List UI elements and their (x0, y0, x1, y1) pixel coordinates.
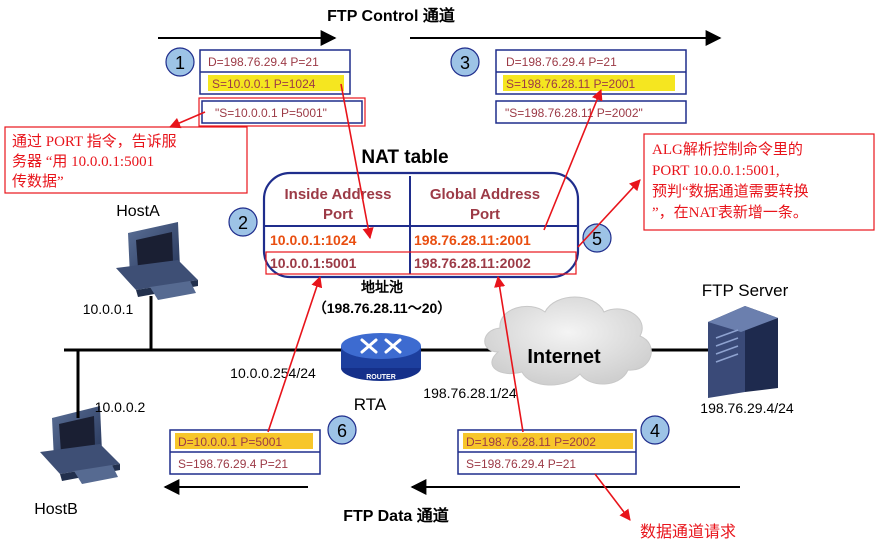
nat-row-1-inside: 10.0.0.1:1024 (270, 232, 357, 248)
packet-3-dst: D=198.76.29.4 P=21 (506, 55, 617, 69)
nat-header-inside-1: Inside Address (285, 186, 392, 203)
packet-4: D=198.76.28.11 P=2002 S=198.76.29.4 P=21 (457, 429, 637, 475)
hostA-computer-icon (116, 222, 198, 300)
note-alg-line2: PORT 10.0.0.1:5001, (652, 163, 780, 179)
internet-label: Internet (527, 346, 601, 368)
arrow-packet4-to-nat (494, 275, 524, 433)
note-data-request: 数据通道请求 (640, 523, 736, 541)
step-6: 6 (327, 415, 357, 445)
arrow-payload-to-note (168, 111, 206, 129)
packet-3: D=198.76.29.4 P=21 S=198.76.28.11 P=2001… (495, 49, 687, 124)
note-port-line3: 传数据” (12, 173, 64, 190)
control-channel-title: FTP Control 通道 (327, 6, 455, 25)
step-2-label: 2 (238, 213, 248, 233)
server-label: FTP Server (702, 281, 789, 300)
nat-table-title: NAT table (361, 147, 448, 168)
step-4: 4 (640, 415, 670, 445)
nat-row-1-global: 198.76.28.11:2001 (414, 232, 531, 248)
packet-3-src: S=198.76.28.11 P=2001 (506, 77, 636, 91)
hostA-ip: 10.0.0.1 (83, 301, 134, 317)
step-3-label: 3 (460, 53, 470, 73)
note-port-command: 通过 PORT 指令，告诉服 务器 “用 10.0.0.1:5001 传数据” (4, 126, 248, 194)
packet-6: D=10.0.0.1 P=5001 S=198.76.29.4 P=21 (169, 429, 321, 475)
note-port-line2: 务器 “用 10.0.0.1:5001 (12, 153, 154, 170)
packet-1: D=198.76.29.4 P=21 S=10.0.0.1 P=1024 "S=… (198, 49, 366, 127)
nat-row-2-inside: 10.0.0.1:5001 (270, 255, 357, 271)
arrow-nat-to-packet3 (543, 88, 603, 231)
hostB-ip: 10.0.0.2 (95, 399, 146, 415)
router-name: RTA (354, 395, 387, 414)
nat-header-inside-2: Port (323, 206, 353, 223)
step-1-label: 1 (175, 53, 185, 73)
nat-header-global-1: Global Address (430, 186, 540, 203)
nat-row-2-global: 198.76.28.11:2002 (414, 255, 531, 271)
packet-4-src: S=198.76.29.4 P=21 (466, 457, 576, 471)
packet-6-dst: D=10.0.0.1 P=5001 (178, 435, 282, 449)
data-channel-title: FTP Data 通道 (343, 506, 449, 525)
arrow-nat-to-alg (577, 179, 641, 248)
internet-cloud: Internet (484, 296, 652, 386)
pool-label: 地址池 (361, 279, 403, 295)
arrow-packet6-to-nat (267, 275, 323, 433)
step-2: 2 (228, 207, 258, 237)
step-5-label: 5 (592, 229, 602, 249)
router-inside-ip: 10.0.0.254/24 (230, 365, 316, 381)
note-alg-line3: 预判“数据通道需要转换 (652, 183, 809, 200)
pool-range: （198.76.28.11～20） (313, 300, 452, 316)
nat-header-global-2: Port (470, 206, 500, 223)
step-5: 5 (582, 223, 612, 253)
ftp-server-icon (708, 306, 778, 398)
router-badge: ROUTER (366, 374, 396, 381)
hostB-computer-icon (40, 406, 120, 484)
nat-table: Inside Address Port Global Address Port … (262, 171, 580, 279)
packet-3-payload: "S=198.76.28.11 P=2002" (505, 106, 643, 120)
note-alg-line4: ”，在NAT表新增一条。 (652, 204, 808, 221)
packet-1-dst: D=198.76.29.4 P=21 (208, 55, 319, 69)
red-arrows (168, 83, 641, 521)
step-3: 3 (450, 47, 480, 77)
note-port-line1: 通过 PORT 指令，告诉服 (12, 133, 177, 150)
router-icon: ROUTER (341, 333, 421, 381)
step-1: 1 (165, 47, 195, 77)
arrow-src-to-nat (340, 83, 374, 240)
arrow-packet4-to-note (594, 473, 631, 521)
server-ip: 198.76.29.4/24 (700, 400, 794, 416)
note-alg: ALG解析控制命令里的 PORT 10.0.0.1:5001, 预判“数据通道需… (643, 133, 875, 231)
packet-1-src: S=10.0.0.1 P=1024 (212, 77, 316, 91)
note-alg-line1: ALG解析控制命令里的 (652, 140, 803, 158)
packet-6-src: S=198.76.29.4 P=21 (178, 457, 288, 471)
packet-4-dst: D=198.76.28.11 P=2002 (466, 435, 596, 449)
router-outside-ip: 198.76.28.1/24 (423, 385, 517, 401)
hostA-label: HostA (116, 203, 160, 220)
step-4-label: 4 (650, 421, 660, 441)
hostB-label: HostB (34, 501, 78, 518)
packet-1-payload: "S=10.0.0.1 P=5001" (215, 106, 327, 120)
step-6-label: 6 (337, 421, 347, 441)
